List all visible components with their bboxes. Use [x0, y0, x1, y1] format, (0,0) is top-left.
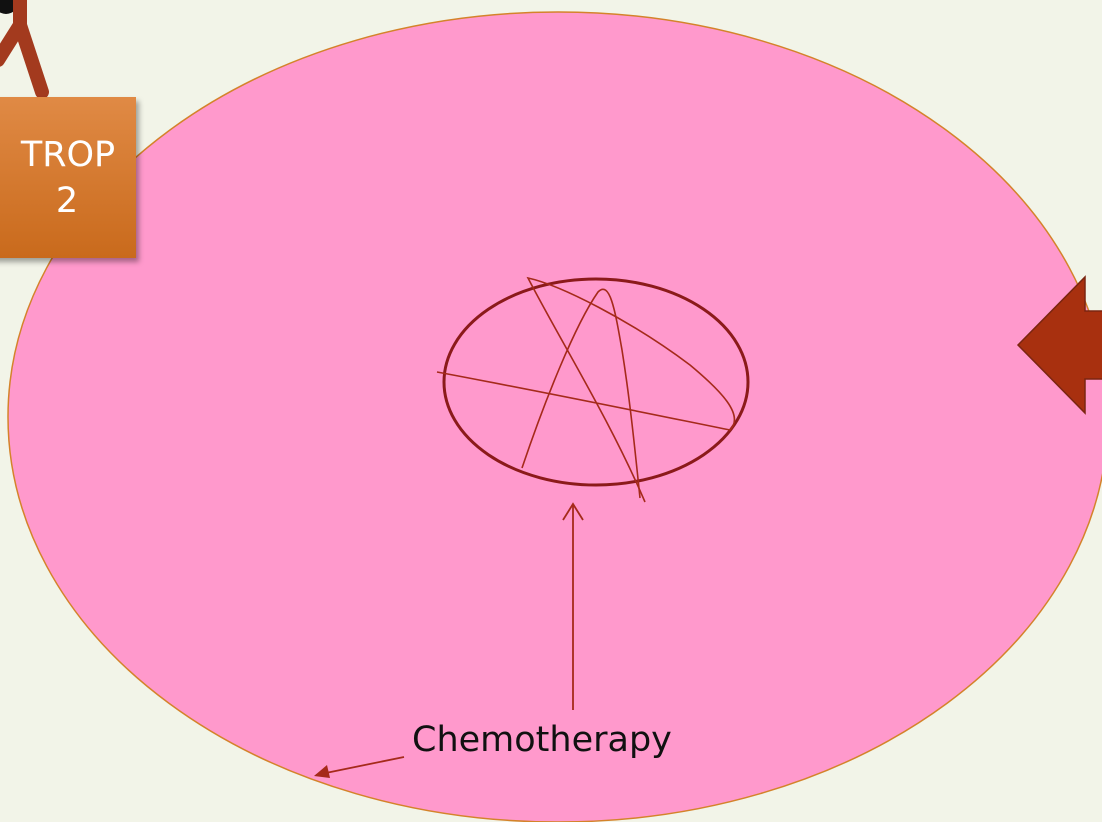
chemotherapy-label: Chemotherapy — [412, 720, 672, 760]
antibody-icon — [0, 0, 42, 92]
trop2-box: TROP 2 — [0, 97, 136, 258]
trop2-label-line2: 2 — [28, 178, 78, 224]
cell — [8, 12, 1102, 822]
trop2-label-line1: TROP — [0, 132, 115, 178]
